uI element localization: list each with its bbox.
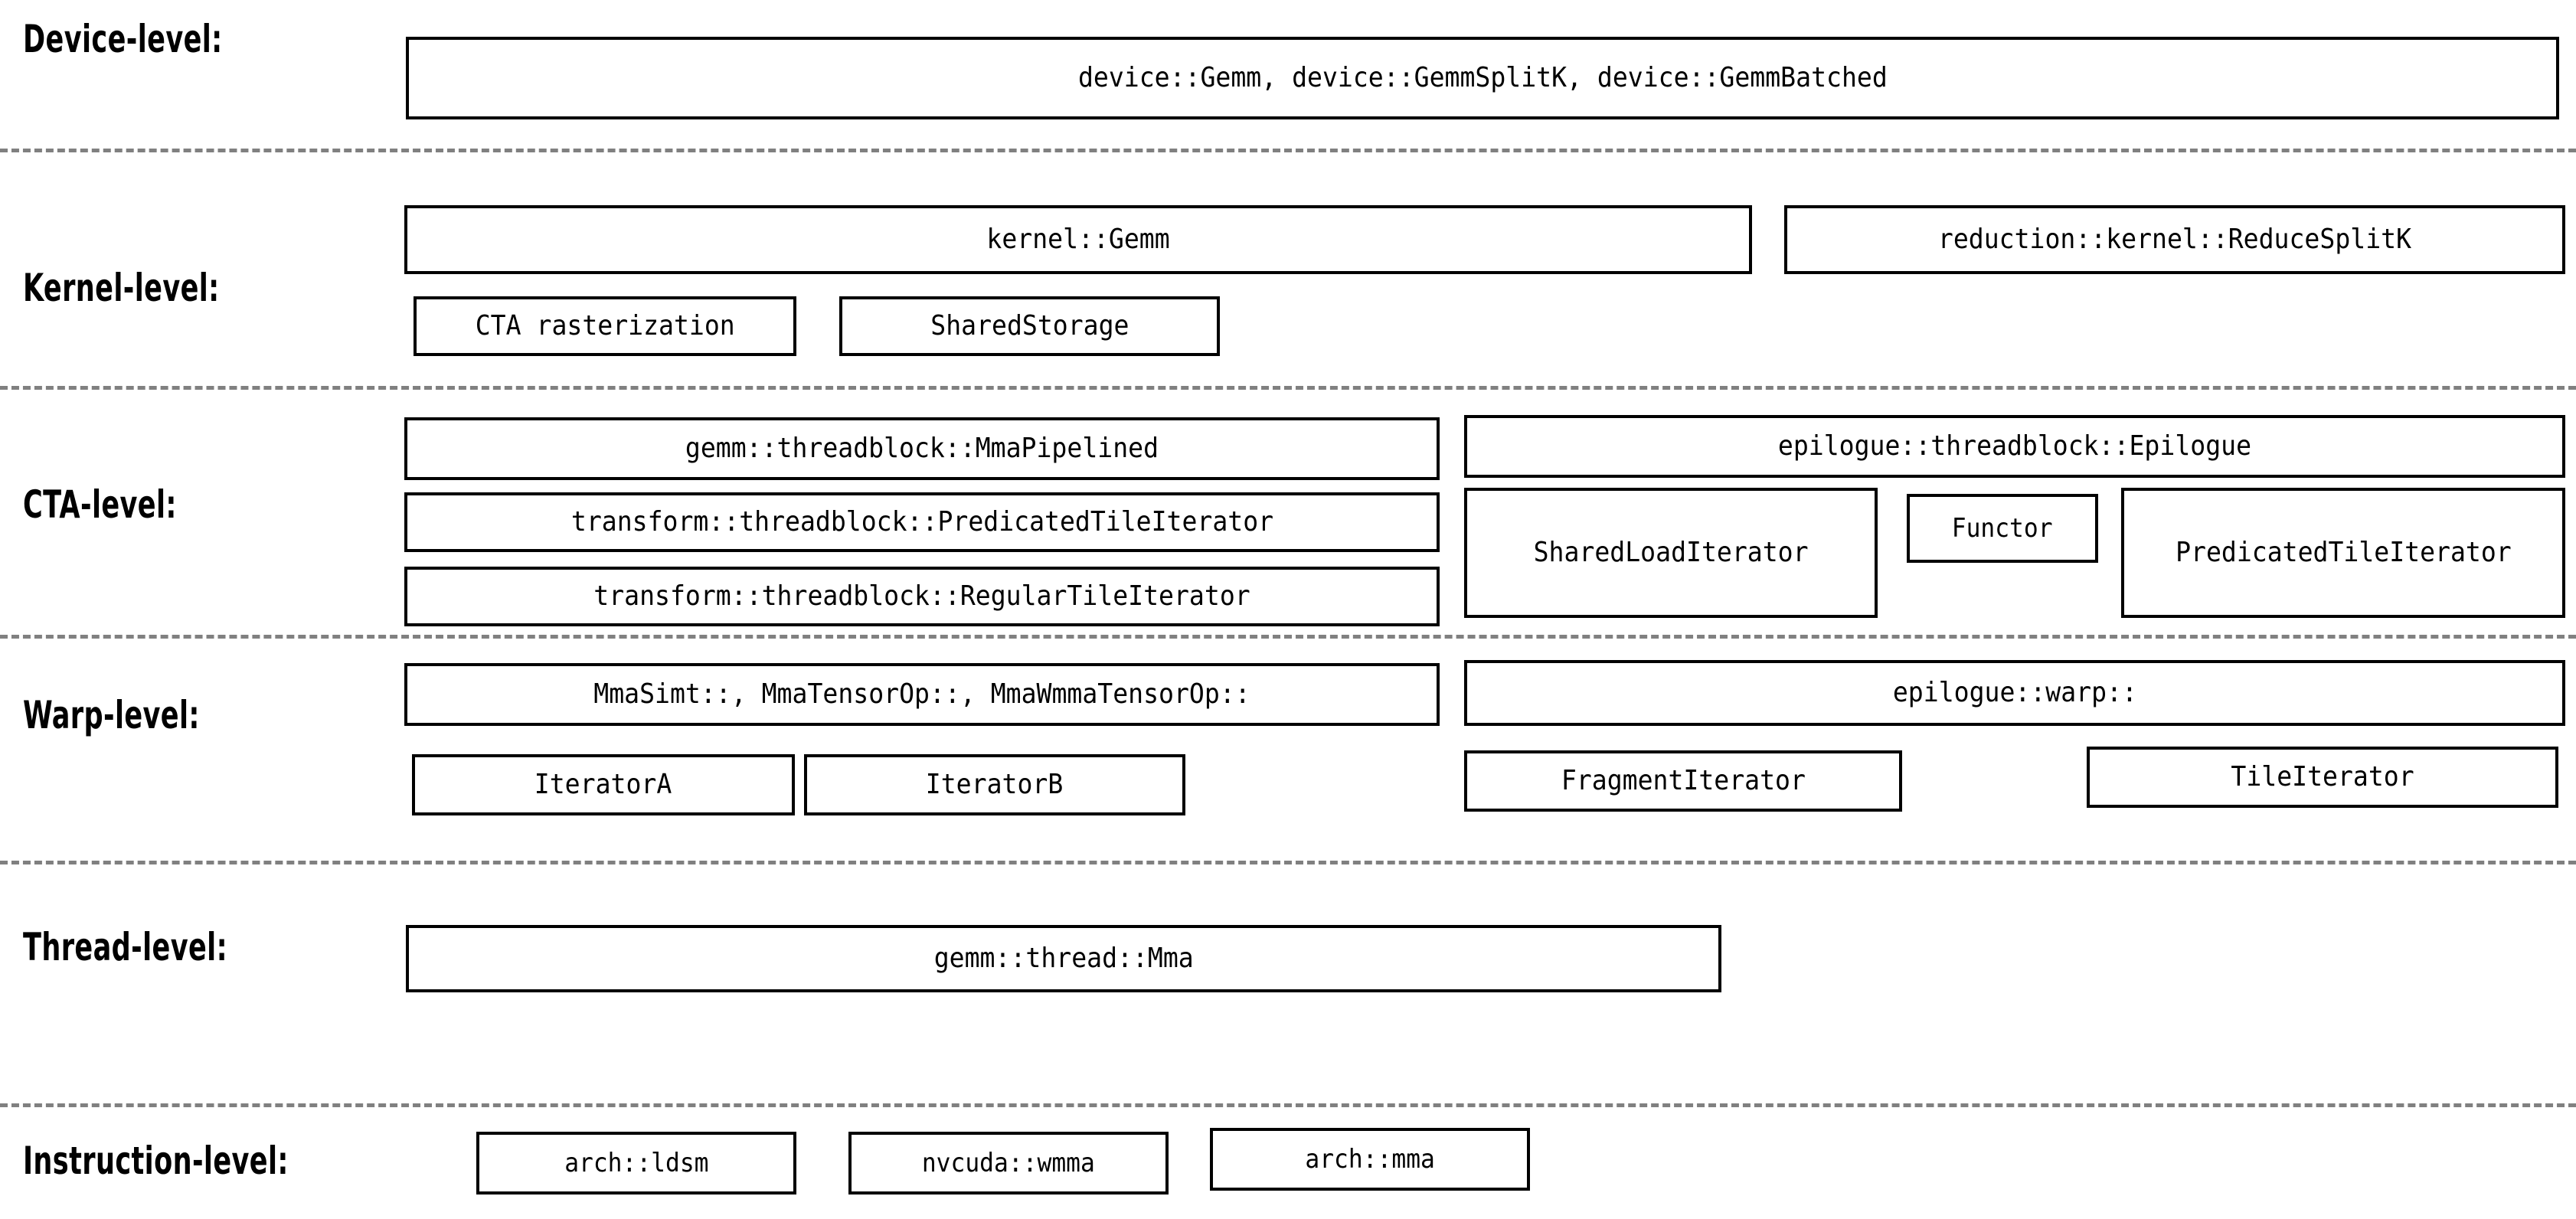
box-epilogue-warp-label: epilogue::warp:: <box>1892 677 2137 708</box>
box-device-gemm[interactable]: device::Gemm, device::GemmSplitK, device… <box>406 37 2559 119</box>
box-cta-rasterization[interactable]: CTA rasterization <box>414 296 796 356</box>
box-functor-label: Functor <box>1952 513 2053 544</box>
box-nvcuda-wmma-label: nvcuda::wmma <box>921 1148 1095 1178</box>
box-mma-warp-ops[interactable]: MmaSimt::, MmaTensorOp::, MmaWmmaTensorO… <box>404 663 1440 726</box>
box-predicatedtileiterator[interactable]: PredicatedTileIterator <box>2121 488 2565 618</box>
box-transform-threadblock-regulartileiterator[interactable]: transform::threadblock::RegularTileItera… <box>404 567 1440 626</box>
box-predicatedtileiterator-label: PredicatedTileIterator <box>2175 537 2512 568</box>
box-transform-threadblock-predicatedtileiterator-label: transform::threadblock::PredicatedTileIt… <box>570 506 1273 538</box>
separator-thread-instruction <box>0 1103 2576 1107</box>
separator-cta-warp <box>0 635 2576 639</box>
level-label-instruction: Instruction-level: <box>23 1139 289 1183</box>
level-label-thread: Thread-level: <box>23 925 228 969</box>
box-arch-mma[interactable]: arch::mma <box>1210 1128 1530 1191</box>
level-label-kernel: Kernel-level: <box>23 266 220 310</box>
box-iterator-b[interactable]: IteratorB <box>804 754 1185 815</box>
box-epilogue-warp[interactable]: epilogue::warp:: <box>1464 660 2565 726</box>
box-kernel-gemm-label: kernel::Gemm <box>986 224 1170 255</box>
box-device-gemm-label: device::Gemm, device::GemmSplitK, device… <box>1077 62 1888 93</box>
box-sharedloaditerator-label: SharedLoadIterator <box>1533 537 1809 568</box>
box-tileiterator-label: TileIterator <box>2231 761 2414 793</box>
box-mma-warp-ops-label: MmaSimt::, MmaTensorOp::, MmaWmmaTensorO… <box>593 678 1250 710</box>
box-fragmentiterator-label: FragmentIterator <box>1561 765 1806 796</box>
box-gemm-threadblock-mmapipelined-label: gemm::threadblock::MmaPipelined <box>685 433 1159 464</box>
box-iterator-b-label: IteratorB <box>926 769 1064 800</box>
box-tileiterator[interactable]: TileIterator <box>2087 747 2558 808</box>
box-reduction-kernel-reducesplitk-label: reduction::kernel::ReduceSplitK <box>1937 224 2412 255</box>
box-iterator-a[interactable]: IteratorA <box>412 754 795 815</box>
separator-device-kernel <box>0 149 2576 152</box>
box-epilogue-threadblock-epilogue-label: epilogue::threadblock::Epilogue <box>1777 430 2252 462</box>
box-iterator-a-label: IteratorA <box>534 769 672 800</box>
separator-warp-thread <box>0 861 2576 864</box>
box-gemm-thread-mma-label: gemm::thread::Mma <box>933 943 1194 974</box>
box-arch-ldsm-label: arch::ldsm <box>564 1148 709 1178</box>
box-sharedstorage-label: SharedStorage <box>930 310 1129 342</box>
box-transform-threadblock-regulartileiterator-label: transform::threadblock::RegularTileItera… <box>593 580 1250 612</box>
box-transform-threadblock-predicatedtileiterator[interactable]: transform::threadblock::PredicatedTileIt… <box>404 492 1440 552</box>
box-arch-ldsm[interactable]: arch::ldsm <box>476 1132 796 1194</box>
box-gemm-thread-mma[interactable]: gemm::thread::Mma <box>406 925 1721 992</box>
level-label-device: Device-level: <box>23 17 223 61</box>
box-sharedloaditerator[interactable]: SharedLoadIterator <box>1464 488 1878 618</box>
box-nvcuda-wmma[interactable]: nvcuda::wmma <box>848 1132 1169 1194</box>
box-kernel-gemm[interactable]: kernel::Gemm <box>404 205 1752 274</box>
box-sharedstorage[interactable]: SharedStorage <box>839 296 1220 356</box>
box-cta-rasterization-label: CTA rasterization <box>475 310 735 342</box>
separator-kernel-cta <box>0 386 2576 390</box>
box-functor[interactable]: Functor <box>1907 494 2098 563</box>
level-label-warp: Warp-level: <box>23 693 200 737</box>
box-epilogue-threadblock-epilogue[interactable]: epilogue::threadblock::Epilogue <box>1464 415 2565 478</box>
box-gemm-threadblock-mmapipelined[interactable]: gemm::threadblock::MmaPipelined <box>404 417 1440 480</box>
box-fragmentiterator[interactable]: FragmentIterator <box>1464 750 1902 812</box>
box-reduction-kernel-reducesplitk[interactable]: reduction::kernel::ReduceSplitK <box>1784 205 2565 274</box>
box-arch-mma-label: arch::mma <box>1305 1144 1435 1175</box>
level-label-cta: CTA-level: <box>23 482 177 527</box>
